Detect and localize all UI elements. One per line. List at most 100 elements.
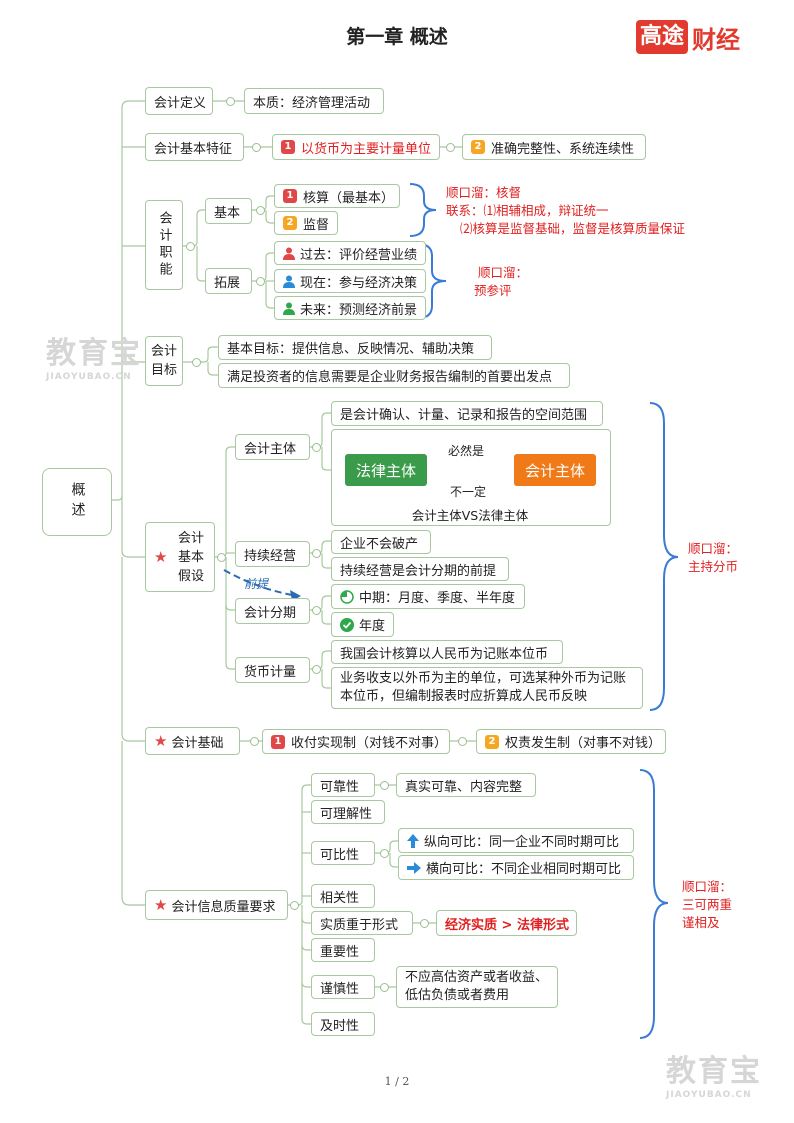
collapse-toggle[interactable] (312, 549, 321, 558)
collapse-toggle[interactable] (458, 737, 467, 746)
collapse-toggle[interactable] (446, 143, 455, 152)
node-essence[interactable]: 本质：经济管理活动 (244, 88, 384, 114)
collapse-toggle[interactable] (312, 606, 321, 615)
collapse-toggle[interactable] (250, 737, 259, 746)
node-label: 基本 (214, 205, 241, 221)
node-reliability[interactable]: 可靠性 (311, 773, 375, 797)
node-supervision[interactable]: 2 监督 (274, 211, 338, 235)
node-prudence-desc[interactable]: 不应高估资产或者收益、低估负债或者费用 (396, 966, 558, 1008)
person-green-icon (283, 302, 295, 315)
node-substance[interactable]: 实质重于形式 (311, 911, 413, 935)
node-interim[interactable]: 中期：月度、季度、半年度 (331, 584, 525, 609)
page-number: 1 / 2 (384, 1075, 410, 1088)
node-objectives[interactable]: 会计目标 (145, 336, 183, 386)
collapse-toggle[interactable] (380, 781, 389, 790)
node-label: 年度 (359, 619, 386, 634)
node-going-concern[interactable]: 持续经营 (235, 541, 310, 567)
arrow-label-must: 必然是 (448, 444, 485, 458)
node-no-bankruptcy[interactable]: 企业不会破产 (331, 530, 431, 554)
node-substance-desc[interactable]: 经济实质 > 法律形式 (436, 910, 577, 936)
logo-box: 高途 (636, 20, 689, 54)
node-objective-investor[interactable]: 满足投资者的信息需要是企业财务报告编制的首要出发点 (218, 363, 570, 388)
node-features[interactable]: 会计基本特征 (145, 133, 244, 161)
arrow-up-icon (407, 833, 419, 848)
node-currency[interactable]: 货币计量 (235, 657, 310, 683)
root-node[interactable]: 概述 (42, 468, 112, 536)
premise-label: 前提 (244, 577, 269, 591)
collapse-toggle[interactable] (312, 665, 321, 674)
node-label: 我国会计核算以人民币为记账本位币 (340, 646, 549, 662)
node-timeliness[interactable]: 及时性 (311, 1012, 375, 1036)
node-cash-basis[interactable]: 1 收付实现制（对钱不对事） (262, 729, 450, 754)
node-quality[interactable]: ★ 会计信息质量要求 (145, 890, 288, 920)
node-feature-currency[interactable]: 1 以货币为主要计量单位 (272, 134, 440, 160)
collapse-toggle[interactable] (192, 358, 201, 367)
collapse-toggle[interactable] (256, 277, 265, 286)
collapse-toggle[interactable] (226, 97, 235, 106)
node-label: 会计基本假设 (177, 530, 204, 584)
node-assumptions[interactable]: ★ 会计基本假设 (145, 522, 215, 592)
entity-caption: 会计主体VS法律主体 (411, 508, 529, 523)
node-present[interactable]: 现在：参与经济决策 (274, 269, 426, 293)
node-foreign-currency[interactable]: 业务收支以外币为主的单位，可选某种外币为记账本位币，但编制报表时应折算成人民币反… (331, 667, 643, 709)
node-relevance[interactable]: 相关性 (311, 884, 375, 908)
node-functions[interactable]: 会计职能 (145, 200, 183, 290)
watermark-text: 教育宝 (46, 336, 142, 371)
note-line: 顺口溜：核督 (446, 185, 522, 200)
node-periods[interactable]: 会计分期 (235, 598, 310, 624)
node-label: 拓展 (214, 275, 241, 291)
node-expand[interactable]: 拓展 (205, 268, 252, 294)
node-accrual-basis[interactable]: 2 权责发生制（对事不对钱） (476, 729, 666, 754)
node-label: 可比性 (320, 847, 360, 863)
collapse-toggle[interactable] (380, 849, 389, 858)
node-label: 经济实质 > 法律形式 (445, 917, 569, 933)
node-importance[interactable]: 重要性 (311, 938, 375, 962)
node-label: 业务收支以外币为主的单位，可选某种外币为记账本位币，但编制报表时应折算成人民币反… (340, 671, 627, 704)
node-basis[interactable]: ★ 会计基础 (145, 727, 240, 755)
number-badge: 2 (485, 734, 499, 749)
node-going-premise[interactable]: 持续经营是会计分期的前提 (331, 557, 509, 581)
node-label: 货币计量 (244, 664, 297, 680)
node-comparability[interactable]: 可比性 (311, 841, 375, 865)
node-understandability[interactable]: 可理解性 (311, 800, 385, 824)
node-label: 真实可靠、内容完整 (405, 779, 523, 795)
collapse-toggle[interactable] (380, 983, 389, 992)
node-label: 会计信息质量要求 (171, 899, 276, 915)
node-objective-basic[interactable]: 基本目标：提供信息、反映情况、辅助决策 (218, 335, 492, 360)
collapse-toggle[interactable] (420, 919, 429, 928)
collapse-toggle[interactable] (290, 901, 299, 910)
check-circle-icon (340, 617, 354, 632)
number-badge: 1 (283, 189, 297, 203)
node-past[interactable]: 过去：评价经营业绩 (274, 241, 426, 265)
node-definition[interactable]: 会计定义 (145, 87, 213, 115)
node-prudence[interactable]: 谨慎性 (311, 975, 375, 999)
collapse-toggle[interactable] (186, 242, 195, 251)
node-entity-desc[interactable]: 是会计确认、计量、记录和报告的空间范围 (331, 401, 603, 426)
collapse-toggle[interactable] (252, 143, 261, 152)
note-line: 顺口溜： (682, 879, 733, 894)
node-label: 会计目标 (150, 344, 177, 378)
collapse-toggle[interactable] (256, 206, 265, 215)
node-vertical-comparable[interactable]: 纵向可比：同一企业不同时期可比 (398, 828, 634, 853)
node-horizontal-comparable[interactable]: 横向可比：不同企业相同时期可比 (398, 855, 634, 880)
node-label: 会计分期 (244, 605, 297, 621)
number-badge: 1 (271, 734, 285, 749)
node-basic[interactable]: 基本 (205, 198, 252, 224)
node-feature-completeness[interactable]: 2 准确完整性、系统连续性 (462, 134, 646, 160)
mnemonic-note-functions: 顺口溜：核督 联系：⑴相辅相成，辩证统一 ⑵核算是监督基础，监督是核算质量保证 (446, 184, 685, 238)
collapse-toggle[interactable] (217, 553, 226, 562)
pie-clock-icon (340, 589, 354, 604)
node-label: 中期：月度、季度、半年度 (359, 591, 516, 606)
node-label: 可理解性 (320, 806, 373, 822)
star-icon: ★ (154, 896, 168, 914)
node-annual[interactable]: 年度 (331, 612, 394, 637)
node-accounting-core[interactable]: 1 核算（最基本） (274, 184, 400, 208)
node-label: 权责发生制（对事不对钱） (505, 736, 662, 751)
node-entity[interactable]: 会计主体 (235, 434, 310, 460)
collapse-toggle[interactable] (312, 443, 321, 452)
node-reliability-desc[interactable]: 真实可靠、内容完整 (396, 773, 536, 797)
node-future[interactable]: 未来：预测经济前景 (274, 296, 426, 320)
node-label: 会计主体 (244, 441, 297, 457)
node-rmb[interactable]: 我国会计核算以人民币为记账本位币 (331, 640, 563, 664)
